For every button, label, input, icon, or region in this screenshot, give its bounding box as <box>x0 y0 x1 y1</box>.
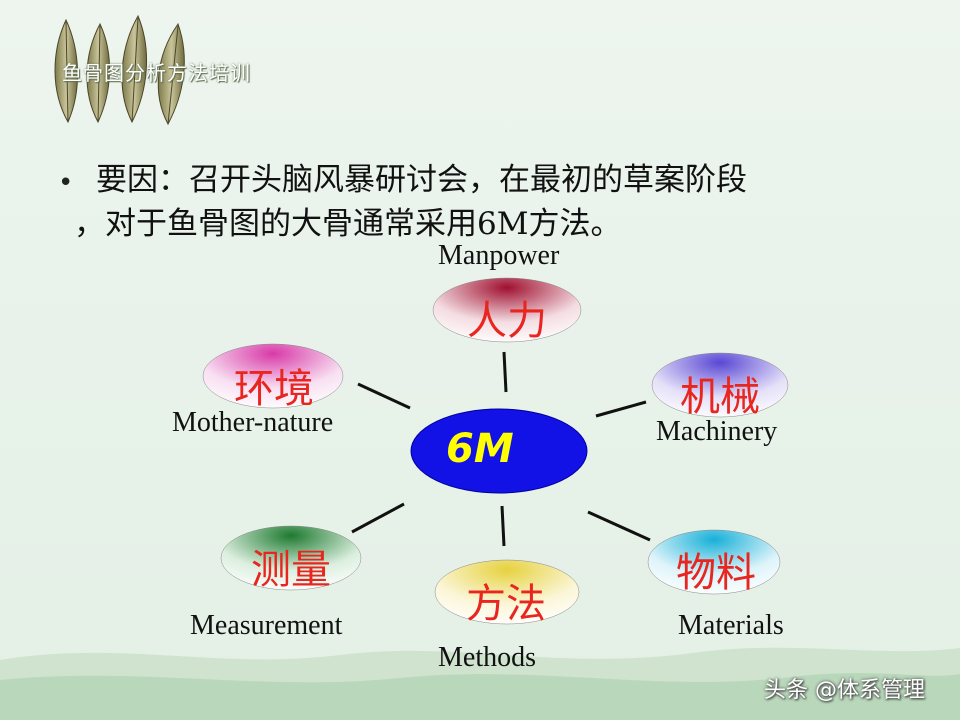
watermark: 头条 @体系管理 <box>764 678 925 703</box>
connector-lines <box>351 351 651 547</box>
node-measurement <box>220 525 362 591</box>
leaves-decoration-icon <box>54 14 185 126</box>
label-materials: Materials <box>678 610 784 641</box>
hills-decoration <box>0 647 960 720</box>
label-measurement: Measurement <box>190 610 343 641</box>
node-manpower <box>432 277 582 343</box>
node-mother-nature <box>202 343 344 409</box>
node-measurement-label: 测量 <box>251 547 331 593</box>
node-methods-label: 方法 <box>466 581 546 627</box>
bullet-dot: • <box>58 168 74 198</box>
connector-machinery <box>595 400 647 418</box>
label-manpower: Manpower <box>438 240 560 271</box>
bullet-line-2: ，对于鱼骨图的大骨通常采用6M方法。 <box>74 206 622 242</box>
node-machinery-label: 机械 <box>680 374 760 420</box>
label-machinery: Machinery <box>656 416 778 447</box>
node-machinery <box>651 352 789 418</box>
connector-manpower <box>502 351 508 393</box>
center-label: 6M <box>446 426 514 472</box>
node-mother-nature-label: 环境 <box>234 366 314 412</box>
center-6m-node <box>410 408 588 494</box>
bullet-text: 要因：召开头脑风暴研讨会，在最初的草案阶段 ，对于鱼骨图的大骨通常采用6M方法。 <box>74 158 896 246</box>
node-materials <box>647 529 781 595</box>
connector-mother-nature <box>357 382 411 410</box>
label-mother-nature: Mother-nature <box>172 407 334 438</box>
node-manpower-label: 人力 <box>467 298 547 344</box>
connector-methods <box>500 505 506 547</box>
node-methods <box>434 559 580 625</box>
connector-measurement <box>351 502 405 534</box>
bullet-line-1: 要因：召开头脑风暴研讨会，在最初的草案阶段 <box>96 162 747 198</box>
connector-materials <box>587 510 651 542</box>
node-materials-label: 物料 <box>676 550 756 596</box>
slide-title: 鱼骨图分析方法培训 <box>62 61 251 85</box>
label-methods: Methods <box>438 642 536 673</box>
